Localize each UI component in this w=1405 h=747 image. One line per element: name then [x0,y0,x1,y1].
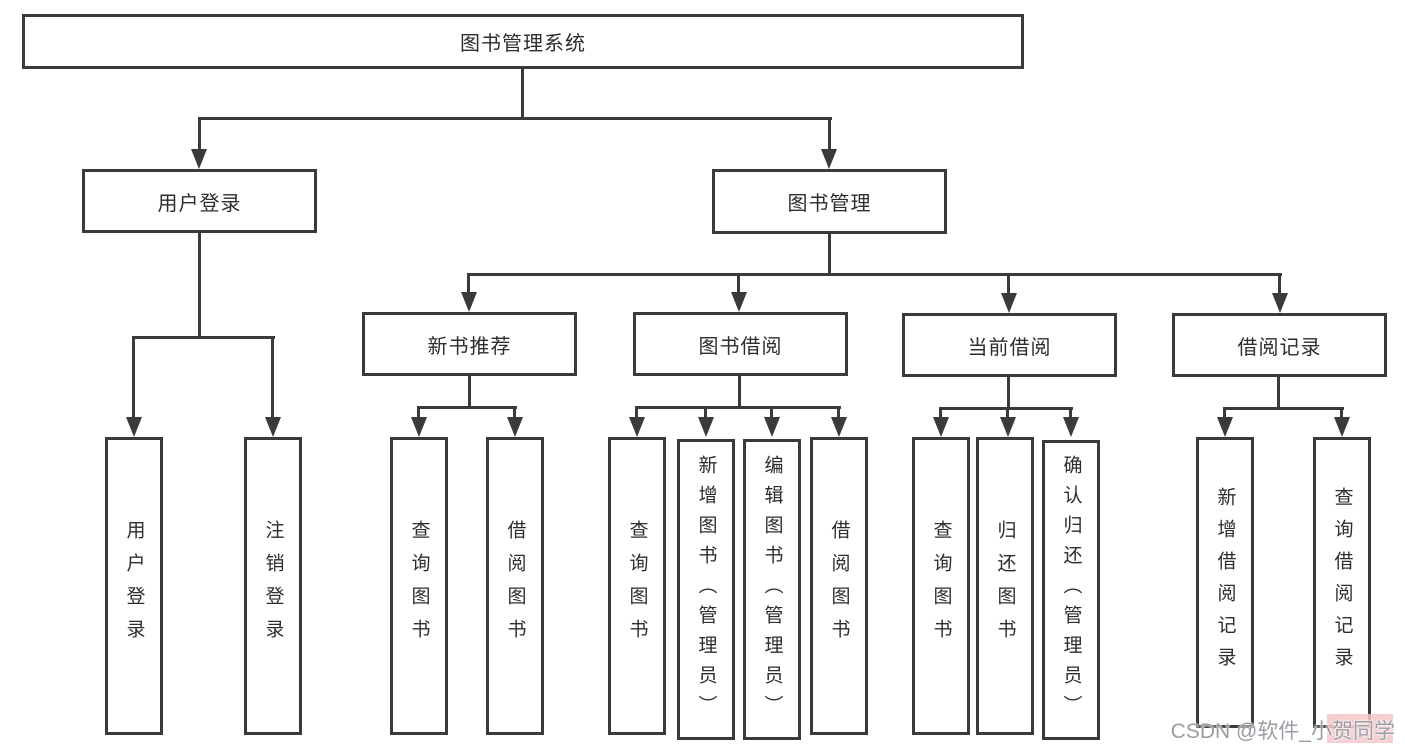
node-leaf-nb-query-book: 查询图书 [390,437,448,735]
connector-line [770,406,773,418]
connector-line [467,273,470,293]
node-label: 借阅图书 [504,520,526,652]
connector-line [1278,273,1281,293]
connector-line [417,406,420,418]
arrow-down-icon [821,149,837,169]
node-label: 注销登录 [262,520,284,652]
node-label: 归还图书 [994,520,1016,652]
connector-line [132,336,275,339]
node-leaf-bb-add-book-admin: 新增图书（管理员） [677,439,735,740]
connector-line [635,406,638,418]
arrow-down-icon [698,417,714,437]
node-label: 查询图书 [626,520,648,652]
connector-line [1007,377,1010,410]
node-label: 新增借阅记录 [1214,486,1236,679]
arrow-down-icon [265,417,281,437]
connector-line [1069,407,1072,418]
node-leaf-logout: 注销登录 [244,437,302,735]
node-label: 编辑图书（管理员） [761,454,783,725]
node-label: 当前借阅 [967,336,1052,359]
connector-line [704,406,707,418]
node-leaf-cb-query-book: 查询图书 [912,437,970,735]
node-root: 图书管理系统 [22,14,1024,69]
node-leaf-user-login: 用户登录 [105,437,163,735]
node-leaf-br-add-record: 新增借阅记录 [1196,437,1254,728]
connector-line [828,233,831,276]
arrow-down-icon [1001,293,1017,313]
arrow-down-icon [831,417,847,437]
node-book-management: 图书管理 [712,169,947,234]
connector-line [271,336,274,418]
node-label: 确认归还（管理员） [1060,455,1082,725]
node-book-borrowing: 图书借阅 [633,312,848,376]
arrow-down-icon [1063,417,1079,437]
node-label: 新增图书（管理员） [695,454,717,725]
arrow-down-icon [764,417,780,437]
connector-line [738,376,741,409]
connector-line [417,406,517,409]
connector-line [1277,377,1280,410]
connector-line [198,117,832,120]
connector-line [635,406,841,409]
watermark: CSDN @软件_小贺同学 [1170,720,1395,743]
node-label: 用户登录 [123,520,145,652]
connector-line [939,407,942,418]
watermark-highlight [1327,714,1393,743]
arrow-down-icon [1217,417,1233,437]
node-leaf-cb-return-book: 归还图书 [976,437,1034,735]
node-label: 图书借阅 [698,335,783,358]
connector-line [468,376,471,409]
connector-line [1006,407,1009,418]
arrow-down-icon [126,417,142,437]
connector-line [1223,407,1226,418]
node-current-borrowing: 当前借阅 [902,313,1117,377]
node-borrow-records: 借阅记录 [1172,313,1387,377]
node-leaf-nb-borrow-book: 借阅图书 [486,437,544,735]
node-label: 图书管理 [787,193,872,215]
arrow-down-icon [933,417,949,437]
node-label: 图书管理系统 [460,33,586,55]
connector-line [828,117,831,150]
connector-line [513,406,516,418]
arrow-down-icon [461,292,477,312]
node-leaf-bb-edit-book-admin: 编辑图书（管理员） [743,439,801,740]
connector-line [521,69,524,118]
arrow-down-icon [1000,417,1016,437]
arrow-down-icon [1272,293,1288,313]
node-label: 查询图书 [930,520,952,652]
arrow-down-icon [731,292,747,312]
node-label: 查询图书 [408,520,430,652]
node-label: 借阅图书 [828,520,850,652]
connector-line [1340,407,1343,418]
arrow-down-icon [411,417,427,437]
node-label: 用户登录 [157,192,242,215]
arrow-down-icon [1334,417,1350,437]
node-leaf-bb-borrow-book: 借阅图书 [810,437,868,735]
arrow-down-icon [191,149,207,169]
node-leaf-bb-query-book: 查询图书 [608,437,666,735]
node-new-book-recommend: 新书推荐 [362,312,577,376]
connector-line [198,117,201,150]
node-user-login: 用户登录 [82,169,317,233]
node-leaf-cb-confirm-return-admin: 确认归还（管理员） [1042,440,1100,740]
node-label: 查询借阅记录 [1331,486,1353,679]
arrow-down-icon [507,417,523,437]
connector-line [837,406,840,418]
node-label: 借阅记录 [1237,336,1322,359]
node-leaf-br-query-record: 查询借阅记录 [1313,437,1371,728]
arrow-down-icon [629,417,645,437]
connector-line [1007,273,1010,293]
connector-line [198,232,201,337]
connector-line [132,336,135,418]
connector-line [1223,407,1344,410]
node-label: 新书推荐 [427,335,512,358]
connector-line [737,273,740,293]
connector-line [468,273,1282,276]
